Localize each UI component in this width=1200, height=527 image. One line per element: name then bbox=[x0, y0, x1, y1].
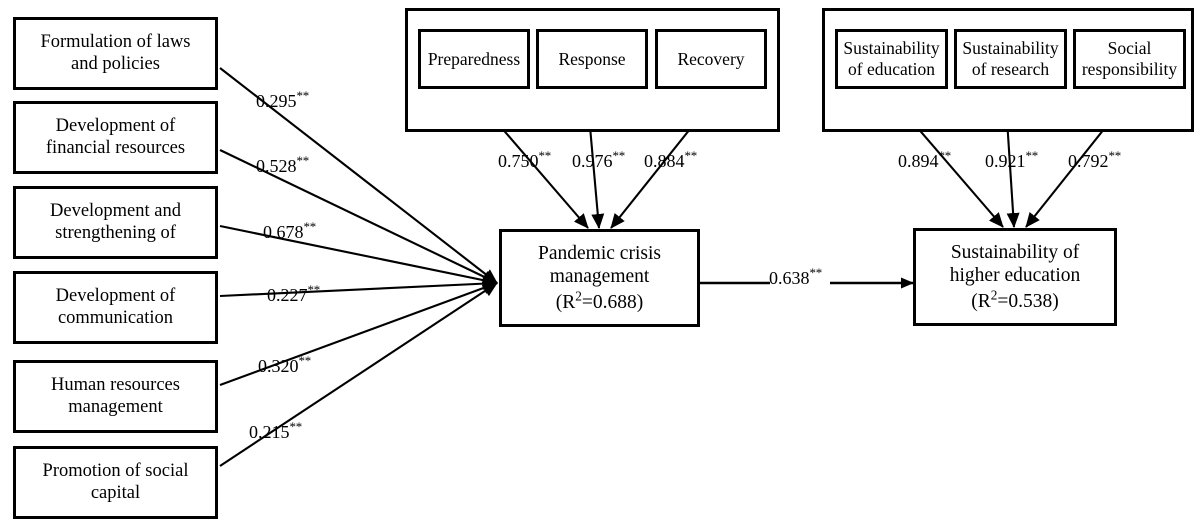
significance-marker: ** bbox=[938, 148, 952, 163]
coefficient-value: 0.227 bbox=[267, 285, 308, 305]
loading-coefficient-social-resp: 0.792** bbox=[1068, 148, 1122, 171]
indicator-box-response[interactable]: Response bbox=[536, 29, 648, 89]
significance-marker: ** bbox=[289, 419, 303, 434]
indicator-label-line2: responsibility bbox=[1081, 59, 1178, 79]
significance-marker: ** bbox=[612, 148, 626, 163]
indicator-box-sus-education[interactable]: Sustainability of education bbox=[835, 29, 948, 89]
coefficient-value: 0.921 bbox=[985, 151, 1026, 171]
coefficient-structural-path: 0.638** bbox=[769, 265, 823, 288]
construct-label-line1: Development and bbox=[50, 200, 181, 221]
indicator-label-line2: of research bbox=[971, 59, 1050, 79]
construct-box-laws[interactable]: Formulation of laws and policies bbox=[13, 17, 218, 90]
coefficient-strengthening: 0.678** bbox=[263, 219, 317, 242]
construct-label-line2: strengthening of bbox=[55, 222, 176, 243]
indicator-label: Preparedness bbox=[427, 48, 521, 69]
indicator-label-line1: Social bbox=[1107, 38, 1152, 59]
construct-label-line1: Development of bbox=[55, 115, 176, 136]
indicator-label-line1: Sustainability bbox=[843, 38, 940, 59]
construct-label-line2: capital bbox=[90, 482, 141, 503]
coefficient-value: 0.215 bbox=[249, 422, 290, 442]
construct-label-line2: higher education bbox=[949, 265, 1081, 287]
significance-marker: ** bbox=[1108, 148, 1122, 163]
indicator-box-preparedness[interactable]: Preparedness bbox=[418, 29, 530, 89]
coefficient-value: 0.750 bbox=[498, 151, 539, 171]
construct-label-line1: Formulation of laws bbox=[40, 31, 191, 52]
indicator-box-social-resp[interactable]: Social responsibility bbox=[1073, 29, 1186, 89]
significance-marker: ** bbox=[303, 219, 317, 234]
coefficient-social: 0.215** bbox=[249, 419, 303, 442]
loading-coefficient-recovery: 0.884** bbox=[644, 148, 698, 171]
coefficient-hr: 0.320** bbox=[258, 353, 312, 376]
loading-coefficient-response: 0.976** bbox=[572, 148, 626, 171]
construct-label-line2: management bbox=[68, 396, 163, 417]
significance-marker: ** bbox=[809, 265, 823, 280]
coefficient-value: 0.320 bbox=[258, 356, 299, 376]
construct-label-line1: Pandemic crisis bbox=[538, 243, 661, 265]
coefficient-value: 0.884 bbox=[644, 151, 685, 171]
construct-label-line1: Development of bbox=[55, 285, 176, 306]
construct-box-finance[interactable]: Development of financial resources bbox=[13, 101, 218, 174]
coefficient-value: 0.894 bbox=[898, 151, 939, 171]
significance-marker: ** bbox=[307, 282, 321, 297]
construct-box-she[interactable]: Sustainability of higher education (R2=0… bbox=[913, 228, 1117, 326]
loading-coefficient-preparedness: 0.750** bbox=[498, 148, 552, 171]
significance-marker: ** bbox=[298, 353, 312, 368]
coefficient-value: 0.976 bbox=[572, 151, 613, 171]
coefficient-value: 0.528 bbox=[256, 156, 297, 176]
loading-coefficient-sus-research: 0.921** bbox=[985, 148, 1039, 171]
construct-box-social[interactable]: Promotion of social capital bbox=[13, 446, 218, 519]
construct-box-strengthening[interactable]: Development and strengthening of bbox=[13, 186, 218, 259]
coefficient-communication: 0.227** bbox=[267, 282, 321, 305]
path-line-strengthening bbox=[219, 224, 498, 287]
path-line-communication bbox=[219, 277, 498, 298]
construct-box-communication[interactable]: Development of communication bbox=[13, 271, 218, 344]
r-squared-value: (R2=0.688) bbox=[555, 288, 644, 313]
loading-coefficient-sus-education: 0.894** bbox=[898, 148, 952, 171]
pcm-indicator-container: Preparedness Response Recovery bbox=[405, 8, 780, 132]
indicator-box-sus-research[interactable]: Sustainability of research bbox=[954, 29, 1067, 89]
she-indicator-container: Sustainability of education Sustainabili… bbox=[822, 8, 1194, 132]
construct-label-line1: Sustainability of bbox=[950, 242, 1080, 264]
significance-marker: ** bbox=[296, 88, 310, 103]
coefficient-value: 0.295 bbox=[256, 91, 297, 111]
significance-marker: ** bbox=[538, 148, 552, 163]
construct-box-pcm[interactable]: Pandemic crisis management (R2=0.688) bbox=[499, 229, 700, 327]
indicator-label-line1: Sustainability bbox=[962, 38, 1059, 59]
coefficient-value: 0.678 bbox=[263, 222, 304, 242]
construct-label-line1: Promotion of social bbox=[42, 460, 189, 481]
construct-label-line2: management bbox=[549, 266, 650, 288]
significance-marker: ** bbox=[1025, 148, 1039, 163]
construct-label-line1: Human resources bbox=[51, 374, 180, 395]
coefficient-finance: 0.528** bbox=[256, 153, 310, 176]
significance-marker: ** bbox=[296, 153, 310, 168]
coefficient-laws: 0.295** bbox=[256, 88, 310, 111]
construct-label-line2: communication bbox=[57, 307, 174, 328]
coefficient-value: 0.638 bbox=[769, 268, 810, 288]
construct-box-hr[interactable]: Human resources management bbox=[13, 360, 218, 433]
indicator-label-line2: of education bbox=[848, 59, 935, 79]
construct-label-line2: and policies bbox=[71, 53, 160, 74]
coefficient-value: 0.792 bbox=[1068, 151, 1109, 171]
significance-marker: ** bbox=[684, 148, 698, 163]
indicator-label: Recovery bbox=[677, 48, 745, 69]
indicator-label: Response bbox=[558, 48, 626, 69]
indicator-box-recovery[interactable]: Recovery bbox=[655, 29, 767, 89]
r-squared-value: (R2=0.538) bbox=[971, 287, 1059, 312]
construct-label-line2: financial resources bbox=[45, 137, 186, 158]
